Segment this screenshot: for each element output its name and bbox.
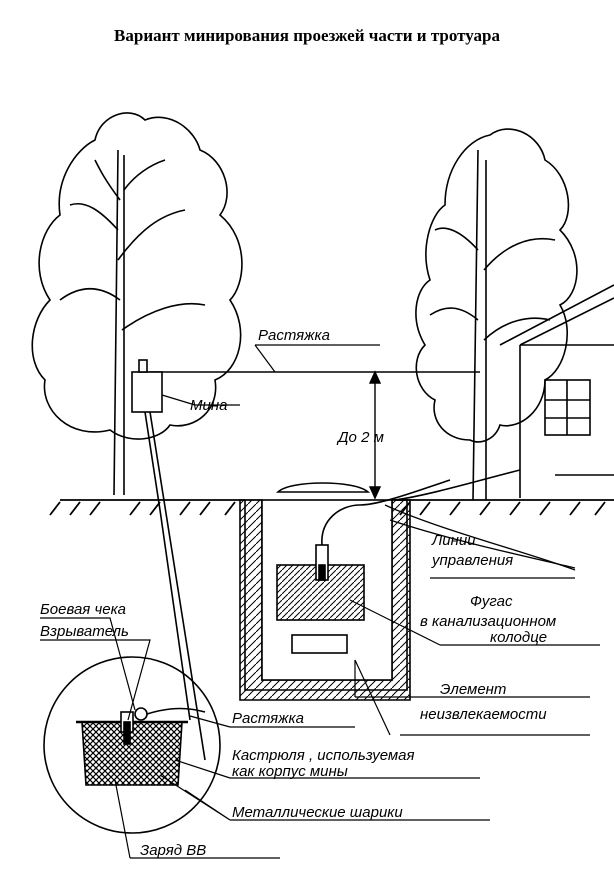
left-tree (31, 112, 243, 496)
label-element-1: Элемент (440, 681, 506, 698)
label-fougasse-1: Фугас (470, 593, 513, 610)
label-fougasse-3: колодце (490, 629, 547, 646)
label-detonator: Взрыватель (40, 623, 129, 640)
right-tree (415, 128, 578, 501)
label-control-lines-1: Линии (431, 532, 476, 549)
fougasse-charge (276, 469, 521, 621)
label-pot-2: как корпус мины (232, 763, 348, 780)
label-fougasse-2: в канализационном (420, 613, 556, 630)
label-safety-pin: Боевая чека (40, 601, 126, 618)
label-element-2: неизвлекаемости (420, 706, 547, 723)
pot-mine (76, 707, 206, 786)
diagram-title: Вариант минирования проезжей части и тро… (114, 26, 500, 45)
height-dimension (368, 370, 382, 500)
ground-line (49, 499, 614, 516)
mine-on-tree (131, 359, 206, 761)
label-pot-1: Кастрюля , используемая (232, 747, 415, 764)
house (499, 284, 614, 498)
label-tripwire-bottom: Растяжка (232, 710, 304, 727)
control-lines (384, 504, 576, 571)
label-up-to-2m: До 2 м (336, 429, 384, 446)
label-explosive-charge: Заряд ВВ (140, 842, 206, 859)
label-mine: Мина (190, 397, 227, 414)
anti-handling-element (291, 634, 348, 654)
label-tripwire-top: Растяжка (258, 327, 330, 344)
leader-lines (40, 344, 600, 859)
label-control-lines-2: управления (431, 552, 513, 569)
label-metal-balls: Металлические шарики (232, 804, 403, 821)
inset-circle (43, 656, 221, 834)
